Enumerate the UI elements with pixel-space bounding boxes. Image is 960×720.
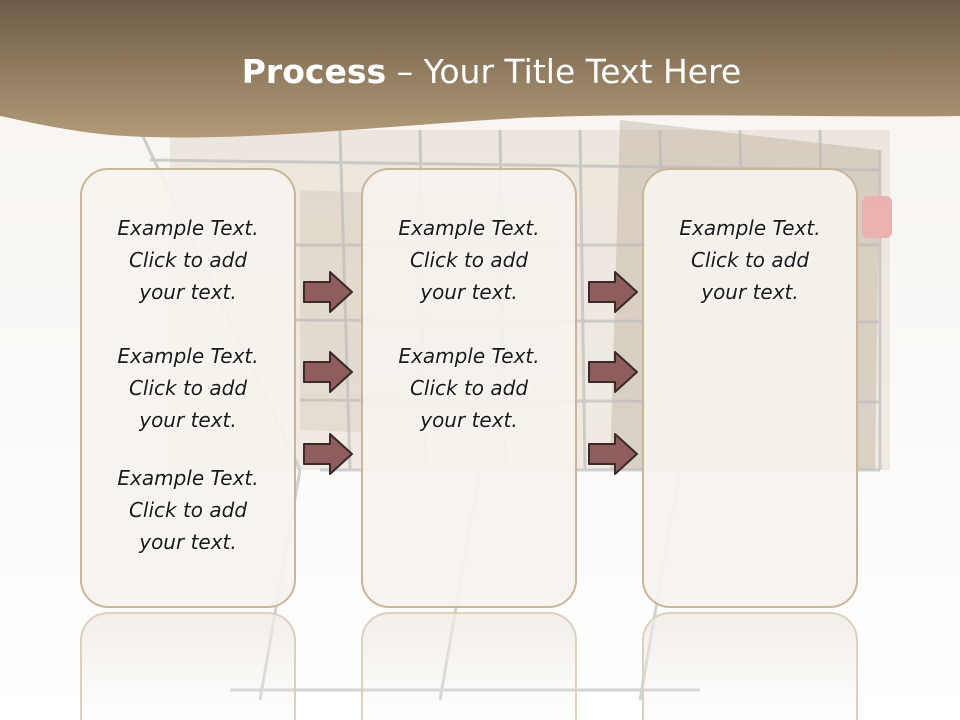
- right-arrow-icon: [588, 271, 638, 313]
- text-line: your text.: [420, 408, 518, 432]
- header-band: [0, 0, 960, 138]
- right-arrow-icon: [303, 271, 353, 313]
- text-line: Click to add: [128, 248, 248, 272]
- text-line: your text.: [139, 280, 237, 304]
- text-placeholder[interactable]: Example Text. Click to add your text.: [80, 340, 296, 436]
- text-line: Click to add: [128, 498, 248, 522]
- text-line: Example Text.: [679, 216, 821, 240]
- text-line: Click to add: [128, 376, 248, 400]
- text-placeholder[interactable]: Example Text. Click to add your text.: [361, 340, 577, 436]
- text-line: Example Text.: [398, 216, 540, 240]
- text-placeholder[interactable]: Example Text. Click to add your text.: [80, 212, 296, 308]
- text-line: your text.: [701, 280, 799, 304]
- title-bold: Process: [241, 52, 387, 91]
- process-box-1[interactable]: [80, 168, 296, 608]
- text-line: Click to add: [690, 248, 810, 272]
- slide-title[interactable]: Process – Your Title Text Here: [0, 52, 960, 91]
- right-arrow-icon: [588, 351, 638, 393]
- text-line: Click to add: [409, 248, 529, 272]
- box-reflection: [642, 612, 858, 720]
- text-line: your text.: [420, 280, 518, 304]
- text-line: Example Text.: [117, 466, 259, 490]
- process-box-3[interactable]: [642, 168, 858, 608]
- process-box-2[interactable]: [361, 168, 577, 608]
- box-reflection: [80, 612, 296, 720]
- text-placeholder[interactable]: Example Text. Click to add your text.: [80, 462, 296, 558]
- box-reflection: [361, 612, 577, 720]
- right-arrow-icon: [588, 433, 638, 475]
- text-line: Example Text.: [398, 344, 540, 368]
- text-line: Example Text.: [117, 344, 259, 368]
- text-placeholder[interactable]: Example Text. Click to add your text.: [361, 212, 577, 308]
- text-line: Click to add: [409, 376, 529, 400]
- text-placeholder[interactable]: Example Text. Click to add your text.: [642, 212, 858, 308]
- right-arrow-icon: [303, 351, 353, 393]
- text-line: your text.: [139, 530, 237, 554]
- right-arrow-icon: [303, 433, 353, 475]
- text-line: Example Text.: [117, 216, 259, 240]
- title-rest: – Your Title Text Here: [386, 52, 742, 91]
- text-line: your text.: [139, 408, 237, 432]
